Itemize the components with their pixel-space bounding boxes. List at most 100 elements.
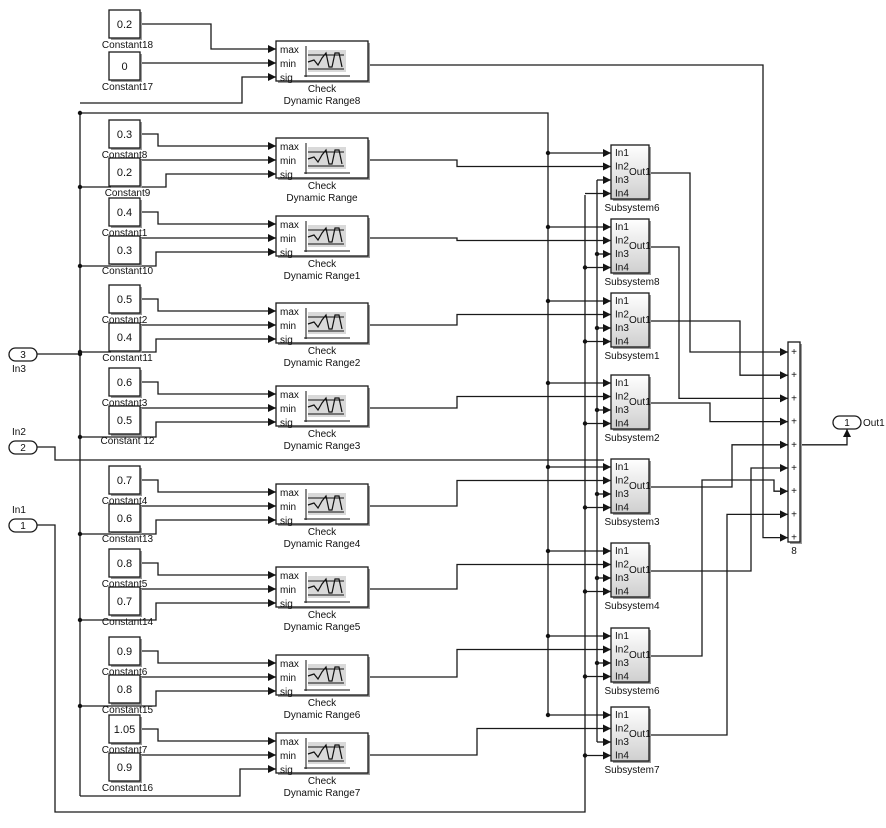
- sum-input-line: [649, 402, 788, 423]
- constant-block[interactable]: [108, 674, 141, 704]
- subsystem-label: Subsystem1: [604, 351, 659, 362]
- in1-signal-line: [37, 195, 586, 813]
- constant-block[interactable]: [108, 197, 141, 227]
- in2-signal-line: [37, 446, 604, 461]
- dynamic-range-icon: [304, 572, 350, 603]
- constant-block[interactable]: [108, 119, 141, 149]
- subsystem-port-in2: In2: [615, 392, 629, 403]
- branch-point: [77, 263, 83, 269]
- branch-point: [582, 753, 588, 758]
- constant-block[interactable]: [108, 548, 141, 578]
- constant-label: Constant16: [102, 783, 154, 794]
- constant-block[interactable]: [108, 405, 141, 435]
- constant-block[interactable]: [108, 714, 141, 744]
- constant-label: Constant6: [102, 667, 148, 678]
- constant-value: 0.7: [117, 596, 132, 608]
- port-label-max: max: [280, 220, 299, 231]
- max-signal-line: [140, 211, 276, 225]
- arrow-head-icon: [268, 220, 276, 228]
- constant-block[interactable]: [108, 157, 141, 187]
- signal-wave-icon: [307, 313, 343, 330]
- port-label-min: min: [280, 673, 296, 684]
- constant-block[interactable]: [108, 752, 141, 782]
- subsystem-port-in4: In4: [615, 587, 629, 598]
- arrow-head-icon: [268, 321, 276, 329]
- constant-block[interactable]: [108, 367, 141, 397]
- subsystem-label: Subsystem6: [604, 203, 659, 214]
- constant-value: 1.05: [114, 724, 135, 736]
- constant-label: Constant10: [102, 266, 154, 277]
- subsystem-body: [610, 706, 650, 762]
- subsystem-port-out1: Out1: [629, 167, 651, 178]
- max-signal-line: [140, 728, 276, 742]
- subsystem-port-in1: In1: [615, 222, 629, 233]
- sum-input-line: [649, 479, 788, 657]
- dynamic-range-icon: [304, 308, 350, 339]
- signal-wave-icon: [307, 743, 343, 760]
- constant-block[interactable]: [108, 322, 141, 352]
- subsystem-label: Subsystem3: [604, 517, 659, 528]
- constant-block[interactable]: [108, 51, 141, 81]
- port-label-max: max: [280, 488, 299, 499]
- subsystem-label: Subsystem2: [604, 433, 659, 444]
- subsystem-port-in3: In3: [615, 658, 629, 669]
- check-block-title: Check: [308, 429, 337, 440]
- subsystem-in2-line: [368, 563, 611, 590]
- sum-input-line: [368, 64, 788, 539]
- constant-block[interactable]: [108, 636, 141, 666]
- port-label-min: min: [280, 234, 296, 245]
- subsystem-port-in2: In2: [615, 236, 629, 247]
- sum-label: 8: [791, 546, 797, 557]
- max-signal-line: [140, 381, 276, 395]
- subsystem-port-out1: Out1: [629, 481, 651, 492]
- constant-block[interactable]: [108, 235, 141, 265]
- branch-point: [582, 674, 588, 679]
- check-block-title: Check: [308, 181, 337, 192]
- constant-label: Constant17: [102, 82, 154, 93]
- constant-block[interactable]: [108, 465, 141, 495]
- constant-block[interactable]: [108, 503, 141, 533]
- sum-block[interactable]: +++++++++8: [787, 341, 802, 557]
- subsystem-label: Subsystem7: [604, 765, 659, 776]
- constant-value: 0.7: [117, 475, 132, 487]
- subsystem-port-in4: In4: [615, 503, 629, 514]
- branch-point: [582, 421, 588, 426]
- subsystem-port-in2: In2: [615, 476, 629, 487]
- arrow-head-icon: [268, 307, 276, 315]
- subsystem-in2-line: [368, 727, 611, 756]
- constant-block[interactable]: [108, 9, 141, 39]
- dynamic-range-icon: [304, 391, 350, 422]
- constant-value: 0.8: [117, 558, 132, 570]
- check-block-title: Check: [308, 259, 337, 270]
- constant-value: 0.3: [117, 245, 132, 257]
- check-block-name: Dynamic Range4: [284, 539, 361, 550]
- constant-block[interactable]: [108, 586, 141, 616]
- constant-block[interactable]: [108, 284, 141, 314]
- branch-point: [545, 150, 551, 156]
- port-label-min: min: [280, 751, 296, 762]
- sig-signal-line: [80, 76, 276, 104]
- subsystem-port-in1: In1: [615, 378, 629, 389]
- subsystem-label: Subsystem6: [604, 686, 659, 697]
